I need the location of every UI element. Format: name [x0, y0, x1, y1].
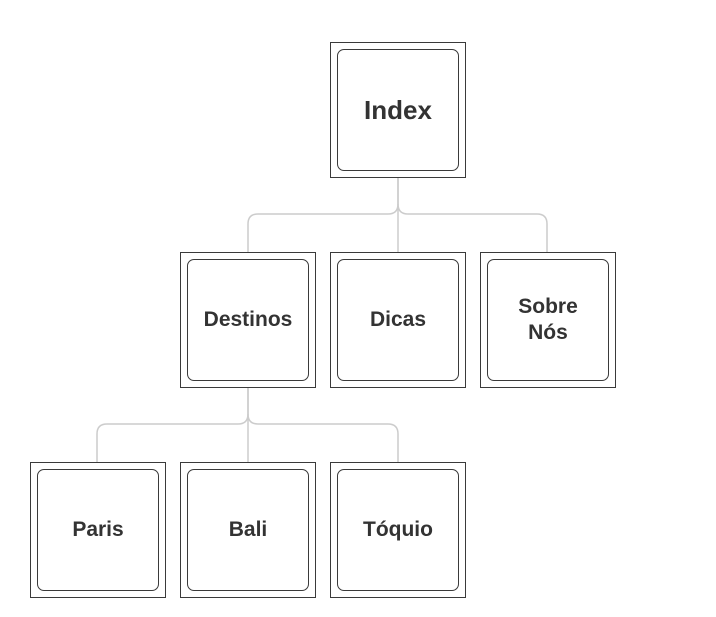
node-index-inner: Index	[337, 49, 459, 171]
node-paris-label: Paris	[72, 518, 124, 541]
node-sobre-nos: Sobre Nós	[480, 252, 616, 388]
node-bali-label: Bali	[228, 518, 268, 541]
node-destinos-inner: Destinos	[187, 259, 309, 381]
node-index: Index	[330, 42, 466, 178]
node-sobre-nos-inner: Sobre Nós	[487, 259, 609, 381]
node-paris: Paris	[30, 462, 166, 598]
node-dicas-label: Dicas	[369, 308, 427, 331]
node-destinos: Destinos	[180, 252, 316, 388]
connector-index-destinos	[247, 176, 399, 252]
node-index-label: Index	[364, 95, 432, 125]
node-bali-inner: Bali	[187, 469, 309, 591]
node-dicas: Dicas	[330, 252, 466, 388]
node-destinos-label: Destinos	[203, 308, 293, 331]
connector-destinos-toquio	[247, 413, 399, 462]
node-toquio-inner: Tóquio	[337, 469, 459, 591]
node-bali: Bali	[180, 462, 316, 598]
connector-index-sobre-nos	[397, 203, 548, 252]
node-sobre-nos-label: Sobre Nós	[518, 295, 578, 344]
node-toquio: Tóquio	[330, 462, 466, 598]
node-dicas-inner: Dicas	[337, 259, 459, 381]
node-paris-inner: Paris	[37, 469, 159, 591]
node-toquio-label: Tóquio	[363, 518, 433, 541]
connector-destinos-paris	[96, 386, 249, 462]
